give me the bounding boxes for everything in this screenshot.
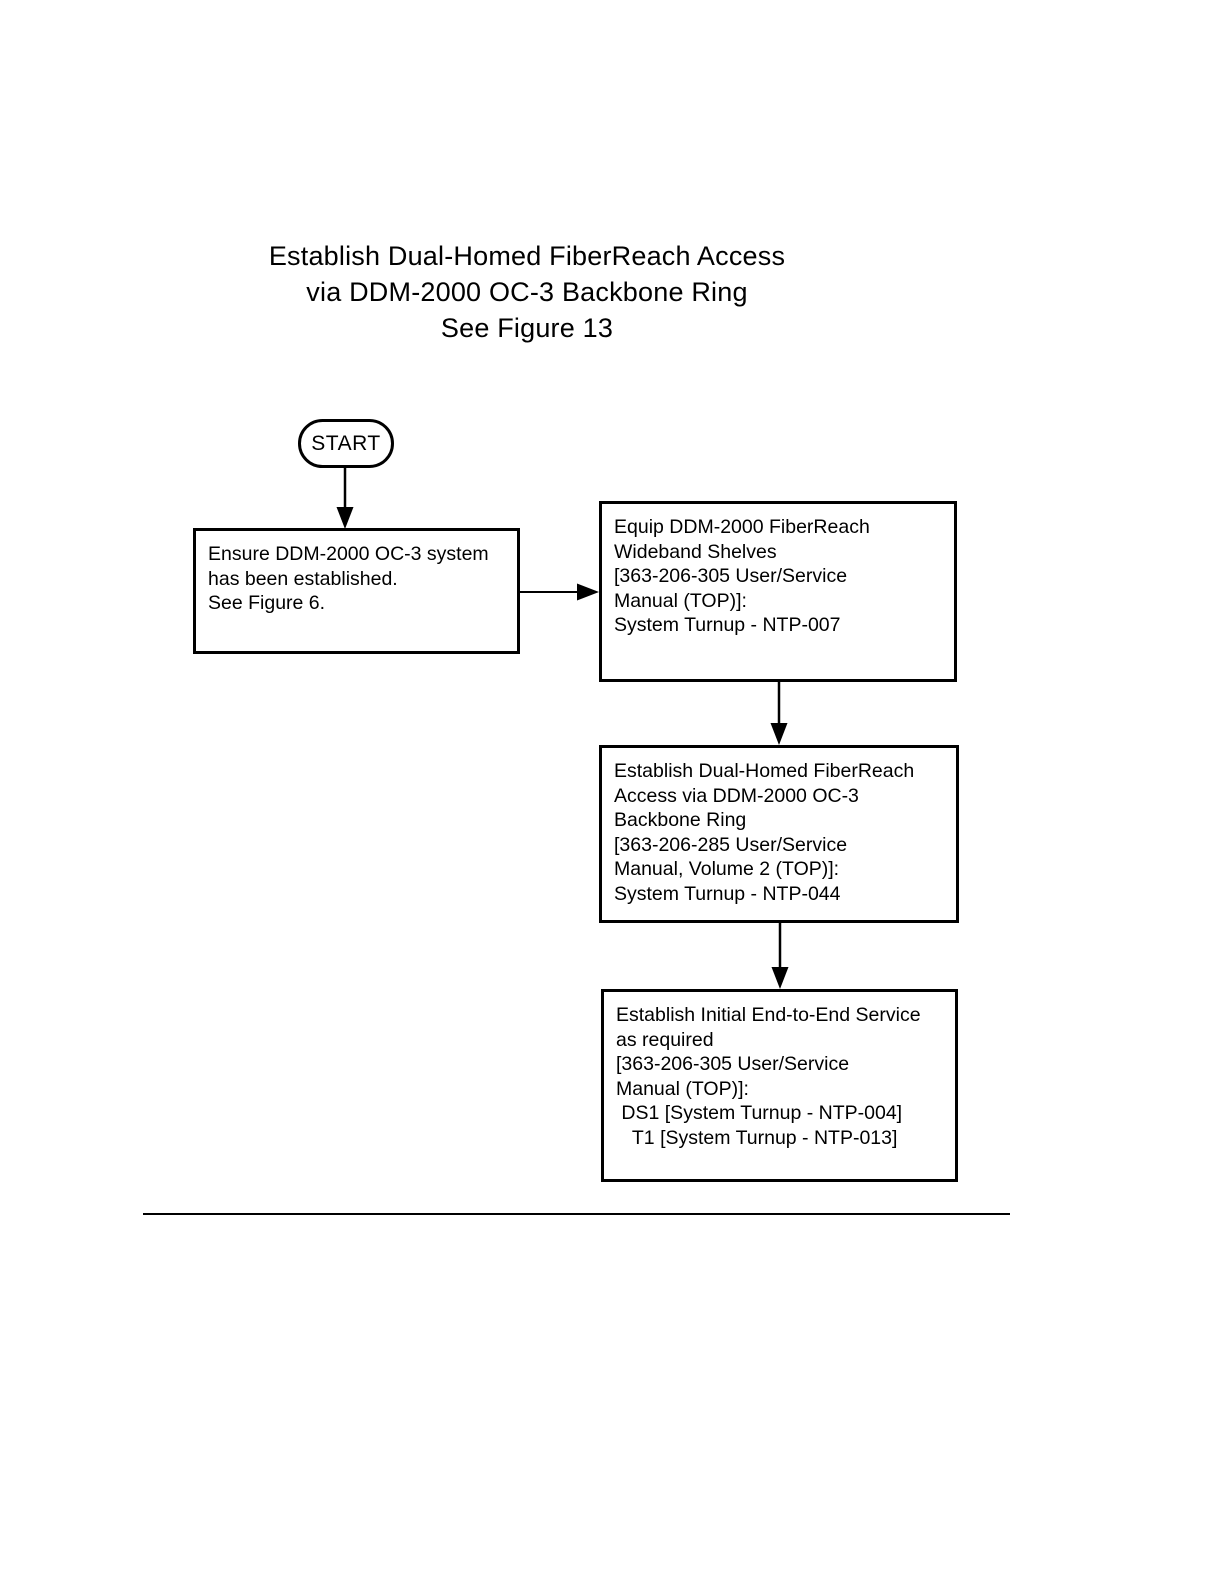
box-text-line: T1 [System Turnup - NTP-013] — [616, 1126, 898, 1149]
arrow-start-to-ensure — [336, 466, 354, 529]
box-text-line: as required — [616, 1028, 714, 1051]
box-text-line: Establish Initial End-to-End Service — [616, 1004, 921, 1026]
box-text-line: [363-206-285 User/Service — [614, 833, 848, 856]
arrow-ensure-to-equip — [519, 583, 599, 601]
flow-box-ensure-system: Ensure DDM-2000 OC-3 system has been est… — [193, 528, 520, 654]
box-text-line: Backbone Ring — [614, 809, 747, 831]
box-text-line: Equip DDM-2000 FiberReach — [614, 516, 870, 538]
box-text-line: Wideband Shelves — [614, 540, 777, 563]
start-node-label: START — [311, 431, 381, 455]
box-text-line: See Figure 6. — [208, 592, 326, 614]
box-text-line: DS1 [System Turnup - NTP-004] — [616, 1102, 903, 1124]
flow-box-establish-service: Establish Initial End-to-End Service as … — [601, 989, 958, 1182]
box-text-line: Establish Dual-Homed FiberReach — [614, 760, 915, 782]
box-text-line: [363-206-305 User/Service — [614, 565, 848, 587]
box-text-line: [363-206-305 User/Service — [616, 1053, 850, 1075]
page-title-line: via DDM-2000 OC-3 Backbone Ring — [306, 277, 748, 307]
box-text-line: System Turnup - NTP-007 — [614, 614, 841, 636]
page-title-line: Establish Dual-Homed FiberReach Access — [268, 241, 786, 271]
flow-box-establish-access: Establish Dual-Homed FiberReach Access v… — [599, 745, 959, 923]
box-text-line: Access via DDM-2000 OC-3 — [614, 784, 859, 807]
arrow-equip-to-access — [770, 681, 788, 745]
footer-rule — [143, 1213, 1010, 1215]
box-text-line: Manual (TOP)]: — [614, 589, 747, 612]
box-text-line: Ensure DDM-2000 OC-3 system — [208, 543, 489, 565]
page-title: Establish Dual-Homed FiberReach Access v… — [0, 238, 1054, 346]
page-title-line: See Figure 13 — [440, 313, 614, 343]
flow-box-equip-shelves: Equip DDM-2000 FiberReach Wideband Shelv… — [599, 501, 957, 682]
box-text-line: has been established. — [208, 567, 398, 590]
box-text-line: Manual (TOP)]: — [616, 1077, 749, 1100]
box-text-line: Manual, Volume 2 (TOP)]: — [614, 858, 840, 880]
box-text-line: System Turnup - NTP-044 — [614, 882, 841, 905]
arrow-access-to-service — [771, 922, 789, 989]
start-node: START — [298, 419, 394, 468]
